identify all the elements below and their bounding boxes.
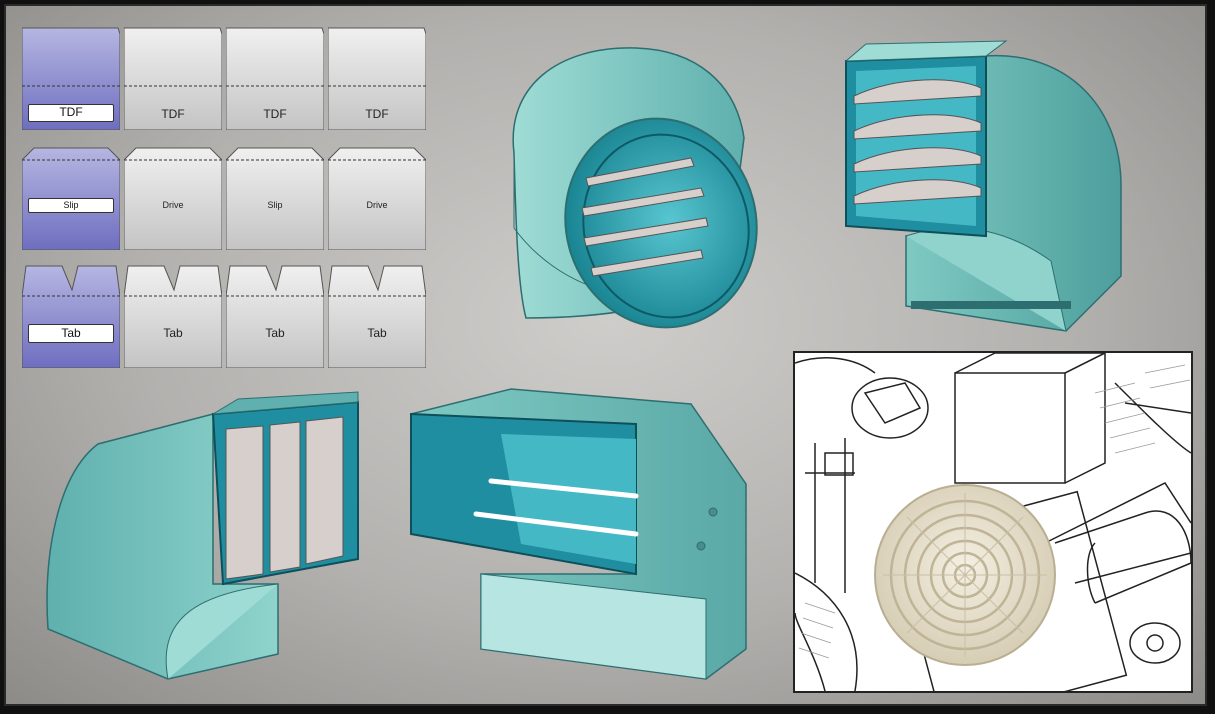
round-elbow-scene — [496, 28, 796, 338]
tab-tile[interactable]: Tab — [124, 262, 222, 368]
tdf-label: TDF — [365, 107, 389, 121]
tdf-label: TDF — [28, 104, 114, 122]
tab-tile-selected[interactable]: Tab — [22, 262, 120, 368]
drive-tile[interactable]: Drive — [124, 144, 222, 250]
drive-tile[interactable]: Drive — [328, 144, 426, 250]
slip-tile-selected[interactable]: Slip — [22, 144, 120, 250]
tdf-label: TDF — [263, 107, 287, 121]
tdf-tile[interactable]: TDF — [124, 24, 222, 130]
rect-elbow-horizontal-louvers-scene — [836, 36, 1136, 336]
tab-label: Tab — [367, 326, 387, 340]
rect-transition-rods-scene — [401, 384, 771, 684]
tab-label: Tab — [163, 326, 183, 340]
tdf-row: TDF TDF TDF — [22, 24, 426, 136]
tab-label: Tab — [265, 326, 285, 340]
drive-label: Drive — [366, 200, 388, 210]
canvas: TDF TDF TDF — [4, 4, 1207, 706]
drive-label: Drive — [162, 200, 184, 210]
tdf-tile[interactable]: TDF — [328, 24, 426, 130]
diffuser-line-drawing — [793, 351, 1193, 693]
slip-label: Slip — [267, 200, 283, 210]
tab-tile[interactable]: Tab — [328, 262, 426, 368]
tab-label: Tab — [28, 324, 114, 343]
tdf-tile[interactable]: TDF — [226, 24, 324, 130]
tab-tile[interactable]: Tab — [226, 262, 324, 368]
slip-drive-row: Slip Drive Slip — [22, 144, 426, 256]
tab-row: Tab Tab Tab Ta — [22, 262, 426, 374]
tdf-tile-selected[interactable]: TDF — [22, 24, 120, 130]
tdf-label: TDF — [161, 107, 185, 121]
round-diffuser-photo — [874, 484, 1056, 666]
slip-tile[interactable]: Slip — [226, 144, 324, 250]
slip-label: Slip — [28, 198, 114, 213]
rect-elbow-vertical-louvers-scene — [38, 384, 378, 684]
connector-panel-grid: TDF TDF TDF — [22, 24, 426, 369]
